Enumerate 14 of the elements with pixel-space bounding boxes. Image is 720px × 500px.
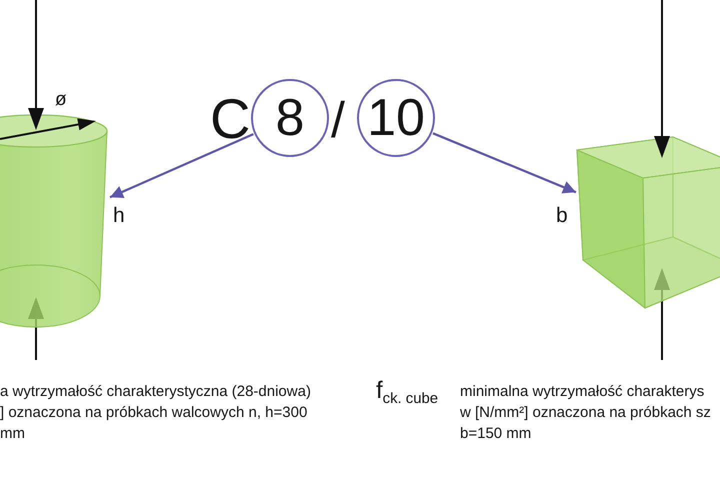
dimension-label: b (556, 205, 568, 226)
dimension-label: ø (55, 90, 67, 109)
number-circle: 10 (357, 79, 435, 157)
cylinder-drawing (0, 113, 110, 330)
arrow (432, 132, 576, 194)
number-circle: 8 (251, 79, 329, 157)
description-text: minimalna wytrzymałość charakterys w [N/mm²] oznaczona na próbkach sz b=150 mm (460, 382, 712, 444)
description-text: a wytrzymałość charakterystyczna (28-dniowa) ] oznaczona na próbkach walcowych n, h=300 mm (0, 382, 312, 444)
cube-drawing (576, 134, 720, 310)
symbol-label: f$_{ck. cube}$ (376, 379, 438, 407)
class-letter: C (210, 91, 250, 147)
slash-separator: / (331, 95, 345, 145)
arrow (110, 133, 254, 198)
dimension-label: h (113, 205, 125, 226)
